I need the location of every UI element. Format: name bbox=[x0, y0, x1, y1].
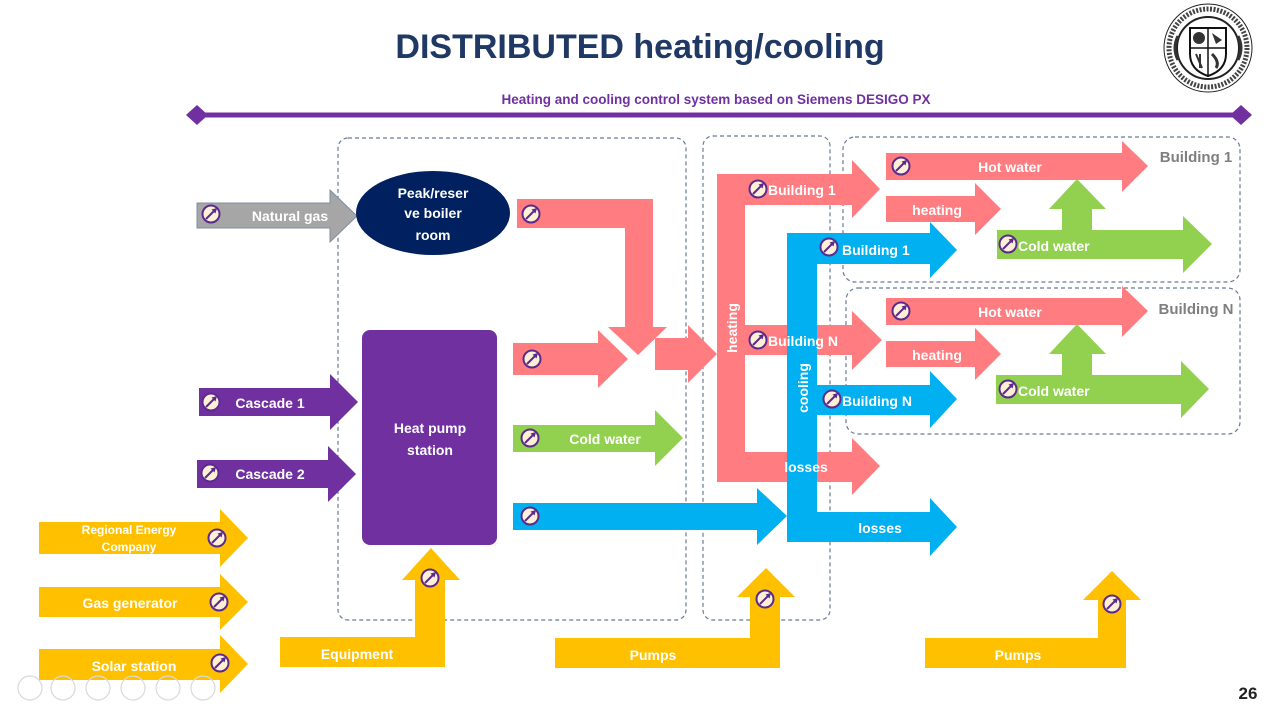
heating-branch-label: Building 1 bbox=[768, 182, 836, 198]
gauge-meter-icon bbox=[998, 234, 1018, 254]
heat-pump-station-node: Heat pump station bbox=[362, 330, 497, 545]
cold-water-output-arrow: Cold water bbox=[513, 410, 683, 466]
zoom-button[interactable] bbox=[155, 675, 181, 701]
more-button[interactable] bbox=[190, 675, 216, 701]
cold-water-label: Cold water bbox=[569, 431, 641, 447]
building-name: Building 1 bbox=[1160, 149, 1233, 166]
cascade-1-label: Cascade 1 bbox=[235, 395, 304, 411]
regional-energy-arrow: Regional Energy Company bbox=[39, 509, 248, 567]
solar-station-label: Solar station bbox=[92, 658, 177, 674]
previous-slide-button[interactable] bbox=[17, 675, 43, 701]
gauge-meter-icon bbox=[210, 653, 230, 673]
page-title: DISTRIBUTED heating/cooling bbox=[395, 28, 884, 66]
university-logo bbox=[1163, 3, 1253, 93]
natural-gas-arrow: Natural gas bbox=[196, 188, 358, 244]
building-cold-water-label: Cold water bbox=[1018, 383, 1090, 399]
equipment-label: Equipment bbox=[321, 646, 394, 662]
gauge-meter-icon bbox=[520, 506, 540, 526]
gas-generator-arrow: Gas generator bbox=[39, 574, 248, 630]
gauge-meter-icon bbox=[420, 568, 440, 588]
boiler-heat-output-arrow bbox=[517, 199, 667, 355]
building-heating-label: heating bbox=[912, 202, 962, 218]
gauge-meter-icon bbox=[522, 349, 542, 369]
cascade-2-label: Cascade 2 bbox=[235, 466, 304, 482]
heat-pump-label: Heat pump bbox=[394, 420, 466, 436]
gauge-meter-icon bbox=[819, 237, 839, 257]
cooling-label: cooling bbox=[795, 363, 811, 413]
building-1: Hot water heating Cold water Building 1 bbox=[886, 141, 1232, 273]
cascade-2-arrow: Cascade 2 bbox=[197, 446, 356, 502]
gauge-meter-icon bbox=[755, 589, 775, 609]
gauge-meter-icon bbox=[207, 528, 227, 548]
cooling-losses-label: losses bbox=[858, 520, 902, 536]
cooling-branch-label: Building 1 bbox=[842, 242, 910, 258]
solar-station-arrow: Solar station bbox=[39, 635, 248, 693]
natural-gas-label: Natural gas bbox=[252, 208, 328, 224]
presentation-toolbar bbox=[17, 675, 216, 701]
gauge-meter-icon bbox=[201, 204, 221, 224]
control-system-bar: Heating and cooling control system based… bbox=[186, 92, 1252, 125]
gauge-meter-icon bbox=[748, 330, 768, 350]
gas-generator-label: Gas generator bbox=[83, 595, 178, 611]
pumps-label: Pumps bbox=[630, 647, 677, 663]
heating-branch-label: Building N bbox=[768, 333, 838, 349]
cooling-branch-label: Building N bbox=[842, 393, 912, 409]
gauge-meter-icon bbox=[521, 204, 541, 224]
distribution-pumps-arrow: Pumps bbox=[555, 568, 795, 668]
gauge-meter-icon bbox=[200, 463, 220, 483]
gauge-meter-icon bbox=[1102, 594, 1122, 614]
boiler-room-label: room bbox=[416, 227, 451, 243]
gauge-meter-icon bbox=[822, 389, 842, 409]
cooling-distribution: cooling Building 1 Building N losses bbox=[787, 222, 957, 556]
building-n: Hot water heating Cold water Building N bbox=[886, 286, 1234, 418]
heating-label: heating bbox=[724, 303, 740, 353]
gauge-meter-icon bbox=[891, 301, 911, 321]
gauge-meter-icon bbox=[891, 156, 911, 176]
heat-pump-heat-output-arrow bbox=[513, 330, 628, 388]
cascade-1-arrow: Cascade 1 bbox=[199, 374, 358, 430]
regional-energy-label: Regional Energy bbox=[82, 523, 177, 537]
hot-water-label: Hot water bbox=[978, 304, 1042, 320]
boiler-room-label: ve boiler bbox=[404, 205, 462, 221]
plant-group-box bbox=[337, 137, 687, 621]
equipment-arrow: Equipment bbox=[280, 548, 460, 667]
gauge-meter-icon bbox=[209, 592, 229, 612]
boiler-room-label: Peak/reser bbox=[398, 185, 469, 201]
pumps-label: Pumps bbox=[995, 647, 1042, 663]
control-system-label: Heating and cooling control system based… bbox=[501, 92, 930, 107]
heat-supply-arrow bbox=[655, 325, 717, 383]
cooling-supply-arrow bbox=[513, 488, 787, 545]
building-name: Building N bbox=[1159, 301, 1234, 318]
building-pumps-arrow: Pumps bbox=[925, 571, 1141, 668]
building-n-box bbox=[845, 287, 1241, 435]
pen-button[interactable] bbox=[85, 675, 111, 701]
heating-distribution-labels: heating Building 1 Building N losses bbox=[724, 179, 838, 475]
next-slide-button[interactable] bbox=[50, 675, 76, 701]
building-cold-water-label: Cold water bbox=[1018, 238, 1090, 254]
gauge-meter-icon bbox=[201, 392, 221, 412]
building-heating-label: heating bbox=[912, 347, 962, 363]
slides-button[interactable] bbox=[120, 675, 146, 701]
gauge-meter-icon bbox=[520, 428, 540, 448]
heating-losses-label: losses bbox=[784, 459, 828, 475]
boiler-room-node: Peak/reser ve boiler room bbox=[356, 171, 510, 255]
page-number: 26 bbox=[1239, 684, 1258, 703]
heat-pump-label: station bbox=[407, 442, 453, 458]
gauge-meter-icon bbox=[998, 379, 1018, 399]
regional-energy-label: Company bbox=[102, 540, 157, 554]
building-1-box bbox=[842, 136, 1241, 283]
gauge-meter-icon bbox=[748, 179, 768, 199]
hot-water-label: Hot water bbox=[978, 159, 1042, 175]
